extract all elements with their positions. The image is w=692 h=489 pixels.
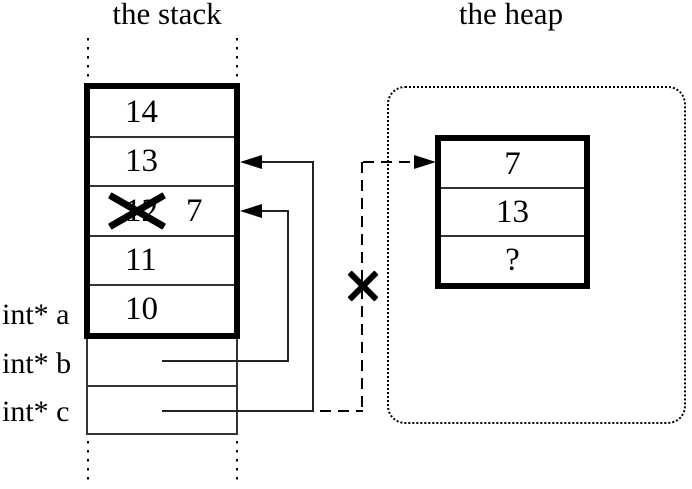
stack-cell: 14 xyxy=(90,89,234,136)
stack-guide-dotted-line-bottom-right xyxy=(236,441,238,485)
heap-title: the heap xyxy=(458,0,564,31)
stack-cell: 11 xyxy=(90,234,234,284)
pointer-c-arrowhead-icon xyxy=(240,155,262,169)
heap-cell-value: ? xyxy=(505,241,520,278)
heap-cell: 7 xyxy=(441,141,584,187)
pointer-c-line-horizontal-start xyxy=(162,410,314,412)
stack-cell-new-value: 7 xyxy=(186,192,203,229)
heap-cell-value: 13 xyxy=(496,193,529,230)
dangling-pointer-arrowhead-icon xyxy=(414,155,436,169)
pointer-c-line-vertical xyxy=(312,162,314,412)
pointer-b-line-horizontal-end xyxy=(261,210,289,212)
pointer-b-arrowhead-icon xyxy=(240,204,262,218)
heap-cell: 13 xyxy=(441,187,584,235)
heap-region-outline xyxy=(387,86,686,424)
stack-title: the stack xyxy=(112,0,222,31)
stack-guide-dotted-line-top-left xyxy=(87,38,89,78)
stack-cell: 10 xyxy=(90,283,234,333)
stack-cell-value: 11 xyxy=(125,241,157,278)
pointer-cell-c xyxy=(88,385,236,433)
stack-cell-value: 13 xyxy=(125,143,158,180)
pointer-cell-b xyxy=(88,339,236,385)
pointer-b-line-horizontal-start xyxy=(162,360,289,362)
pointer-label-b: int* b xyxy=(2,347,72,380)
stack-cell-value: 14 xyxy=(125,94,158,131)
heap-block-box: 7 13 ? xyxy=(435,135,590,289)
x-mark-icon xyxy=(346,269,379,302)
stack-cell-value: 10 xyxy=(125,290,158,327)
x-mark-icon xyxy=(107,192,166,230)
heap-cell: ? xyxy=(441,235,584,283)
pointer-label-c: int* c xyxy=(2,395,70,428)
stack-guide-dotted-line-bottom-left xyxy=(87,441,89,485)
crossed-out-old-value: 12 xyxy=(107,192,166,230)
pointer-label-a: int* a xyxy=(2,298,70,331)
dangling-pointer-dashed-horizontal-bottom xyxy=(320,410,363,412)
pointer-c-line-horizontal-end xyxy=(261,161,314,163)
stack-frame-box: 14 13 12 7 11 10 xyxy=(84,83,240,339)
stack-cell-crossed: 12 7 xyxy=(90,185,234,234)
pointer-variable-cells xyxy=(86,339,238,435)
stack-cell: 13 xyxy=(90,136,234,185)
heap-cell-value: 7 xyxy=(504,145,521,182)
pointer-b-line-vertical xyxy=(287,211,289,362)
stack-guide-dotted-line-top-right xyxy=(236,38,238,78)
